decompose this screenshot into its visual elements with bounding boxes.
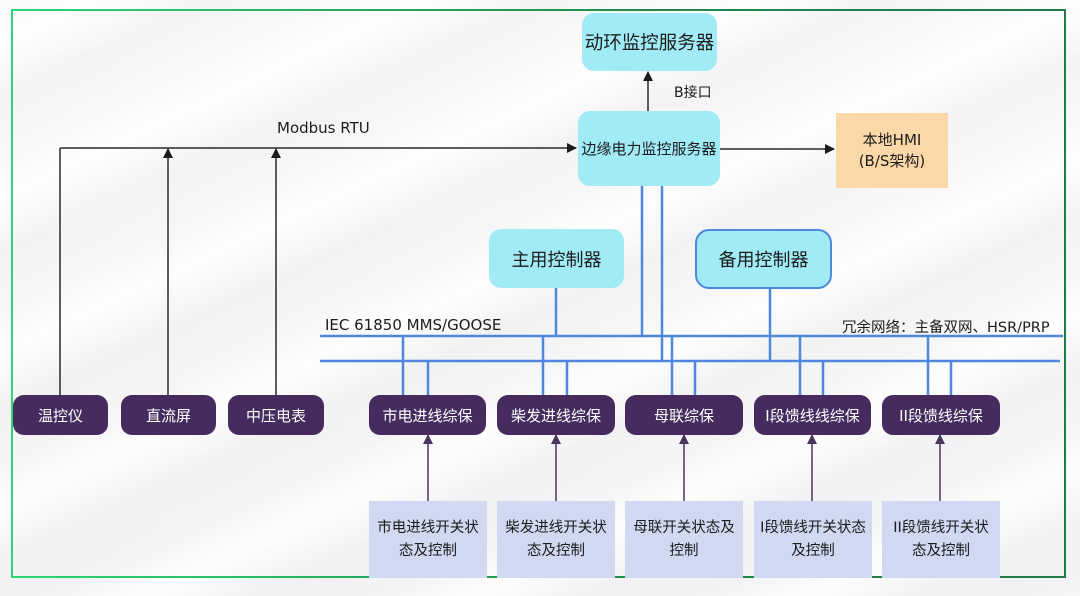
local-hmi-box[interactable]: 本地HMI (B/S架构) bbox=[836, 113, 948, 188]
protection-relay-feeder-section-1[interactable]: I段馈线线综保 bbox=[754, 395, 871, 435]
edge-power-server-label: 边缘电力监控服务器 bbox=[581, 140, 717, 158]
relay-label: 市电进线综保 bbox=[382, 406, 473, 425]
iec-buses bbox=[320, 186, 1063, 396]
local-hmi-label: 本地HMI bbox=[862, 130, 922, 149]
switch-control-line1: I段馈线开关状态 bbox=[760, 519, 866, 536]
local-hmi-architecture: (B/S架构) bbox=[858, 151, 926, 170]
relay-label: II段馈线综保 bbox=[899, 406, 983, 425]
device-label: 直流屏 bbox=[145, 406, 191, 425]
switch-arrows bbox=[423, 434, 945, 501]
device-label: 中压电表 bbox=[245, 406, 306, 425]
env-monitor-server-label: 动环监控服务器 bbox=[584, 33, 715, 54]
relay-label: 母联综保 bbox=[653, 406, 714, 425]
device-label: 温控仪 bbox=[37, 406, 83, 425]
primary-controller[interactable]: 主用控制器 bbox=[489, 229, 624, 288]
switch-control-feeder-section-1[interactable]: I段馈线开关状态 及控制 bbox=[754, 501, 872, 578]
backup-controller-label: 备用控制器 bbox=[718, 250, 809, 271]
protection-relay-diesel-incomer[interactable]: 柴发进线综保 bbox=[497, 395, 615, 435]
switch-control-utility-incomer[interactable]: 市电进线开关状 态及控制 bbox=[369, 501, 487, 578]
switch-control-line1: 市电进线开关状 bbox=[377, 519, 479, 536]
switch-control-bus-tie[interactable]: 母联开关状态及 控制 bbox=[625, 501, 743, 578]
modbus-device-dc-panel[interactable]: 直流屏 bbox=[121, 395, 216, 435]
protection-relay-bus-tie[interactable]: 母联综保 bbox=[625, 395, 743, 435]
primary-controller-label: 主用控制器 bbox=[511, 249, 602, 271]
backup-controller[interactable]: 备用控制器 bbox=[695, 229, 832, 289]
modbus-device-temp-controller[interactable]: 温控仪 bbox=[13, 395, 108, 435]
edge-power-server[interactable]: 边缘电力监控服务器 bbox=[578, 111, 720, 186]
switch-control-diesel-incomer[interactable]: 柴发进线开关状 态及控制 bbox=[497, 501, 615, 578]
env-monitor-server[interactable]: 动环监控服务器 bbox=[582, 13, 717, 71]
relay-label: 柴发进线综保 bbox=[510, 406, 601, 425]
iec-61850-label: IEC 61850 MMS/GOOSE bbox=[325, 316, 502, 334]
switch-control-line2: 态及控制 bbox=[527, 542, 585, 559]
protection-relay-utility-incomer[interactable]: 市电进线综保 bbox=[369, 395, 486, 435]
relay-label: I段馈线线综保 bbox=[765, 406, 860, 425]
switch-control-line2: 态及控制 bbox=[912, 542, 970, 559]
redundant-network-label: 冗余网络：主备双网、HSR/PRP bbox=[842, 320, 1050, 336]
switch-control-line2: 控制 bbox=[669, 542, 699, 559]
switch-control-line1: 柴发进线开关状 bbox=[505, 519, 607, 536]
switch-control-line2: 及控制 bbox=[791, 542, 835, 559]
modbus-bus bbox=[59, 143, 577, 395]
modbus-rtu-label: Modbus RTU bbox=[277, 119, 370, 137]
modbus-device-mv-meter[interactable]: 中压电表 bbox=[228, 395, 324, 435]
diagram-frame bbox=[11, 9, 1066, 578]
switch-control-line1: II段馈线开关状 bbox=[893, 519, 989, 536]
b-interface-label: B接口 bbox=[674, 85, 712, 101]
switch-control-feeder-section-2[interactable]: II段馈线开关状 态及控制 bbox=[882, 501, 1000, 578]
switch-control-line2: 态及控制 bbox=[399, 542, 457, 559]
protection-relay-feeder-section-2[interactable]: II段馈线综保 bbox=[882, 395, 1000, 435]
switch-control-line1: 母联开关状态及 bbox=[633, 519, 735, 536]
